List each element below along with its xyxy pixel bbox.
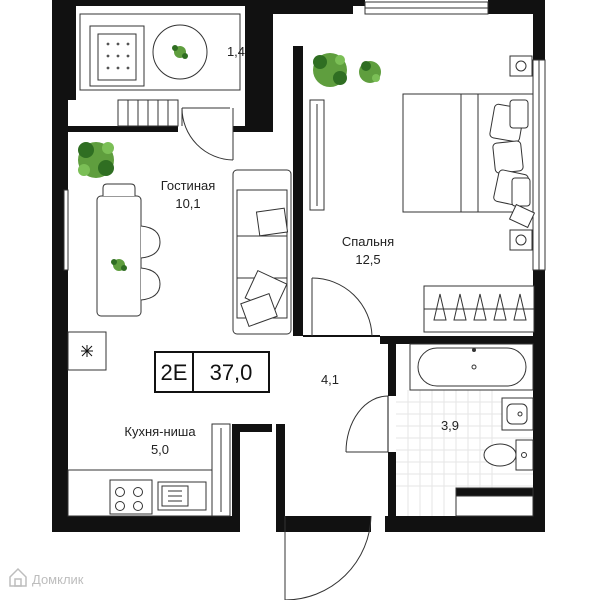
bath-area: 3,9 [441,418,459,433]
kitchen-area: 5,0 [151,442,169,457]
balcony-chair [89,25,145,87]
windows [63,1,546,271]
apartment-total-area: 37,0 [210,360,253,385]
living-area: 10,1 [175,196,200,211]
bedroom-name: Спальня [342,234,394,249]
washbasin [501,397,534,431]
bedroom-plants-icon [313,53,381,87]
apartment-badge: 2E 37,0 [154,351,270,393]
sofa [232,169,292,335]
entrance-door [284,515,372,600]
apartment-type: 2E [161,360,188,385]
toilet [483,439,534,471]
balcony-area: 1,4 [227,44,245,59]
living-name: Гостиная [161,178,216,193]
watermark: Домклик [9,567,84,587]
washing-machine [455,487,534,517]
dining-table [96,183,161,317]
wardrobe-bottom [423,285,535,333]
dining-plant-icon [111,259,127,271]
fridge [211,423,231,517]
home-logo-icon [9,567,27,587]
wardrobe-left [309,99,325,211]
balcony-plant-icon [172,45,188,59]
kitchen-name: Кухня-ниша [124,424,196,439]
balcony-room: 1,4 [79,13,245,91]
hall-area: 4,1 [321,372,339,387]
nightstand-top [509,55,533,77]
balcony-door [117,99,234,161]
kitchen-upper-cabinet [67,331,107,371]
sink-icon [157,481,207,511]
living-plant-icon [78,142,114,178]
watermark-text: Домклик [32,572,84,587]
bedroom-door [303,277,380,337]
bathroom-door [345,395,389,453]
bathtub [409,343,534,391]
kitchen-counter [67,469,229,517]
nightstand-bottom [508,203,536,251]
stove-icon [115,487,143,511]
double-bed [402,93,534,213]
bedroom-area: 12,5 [355,252,380,267]
